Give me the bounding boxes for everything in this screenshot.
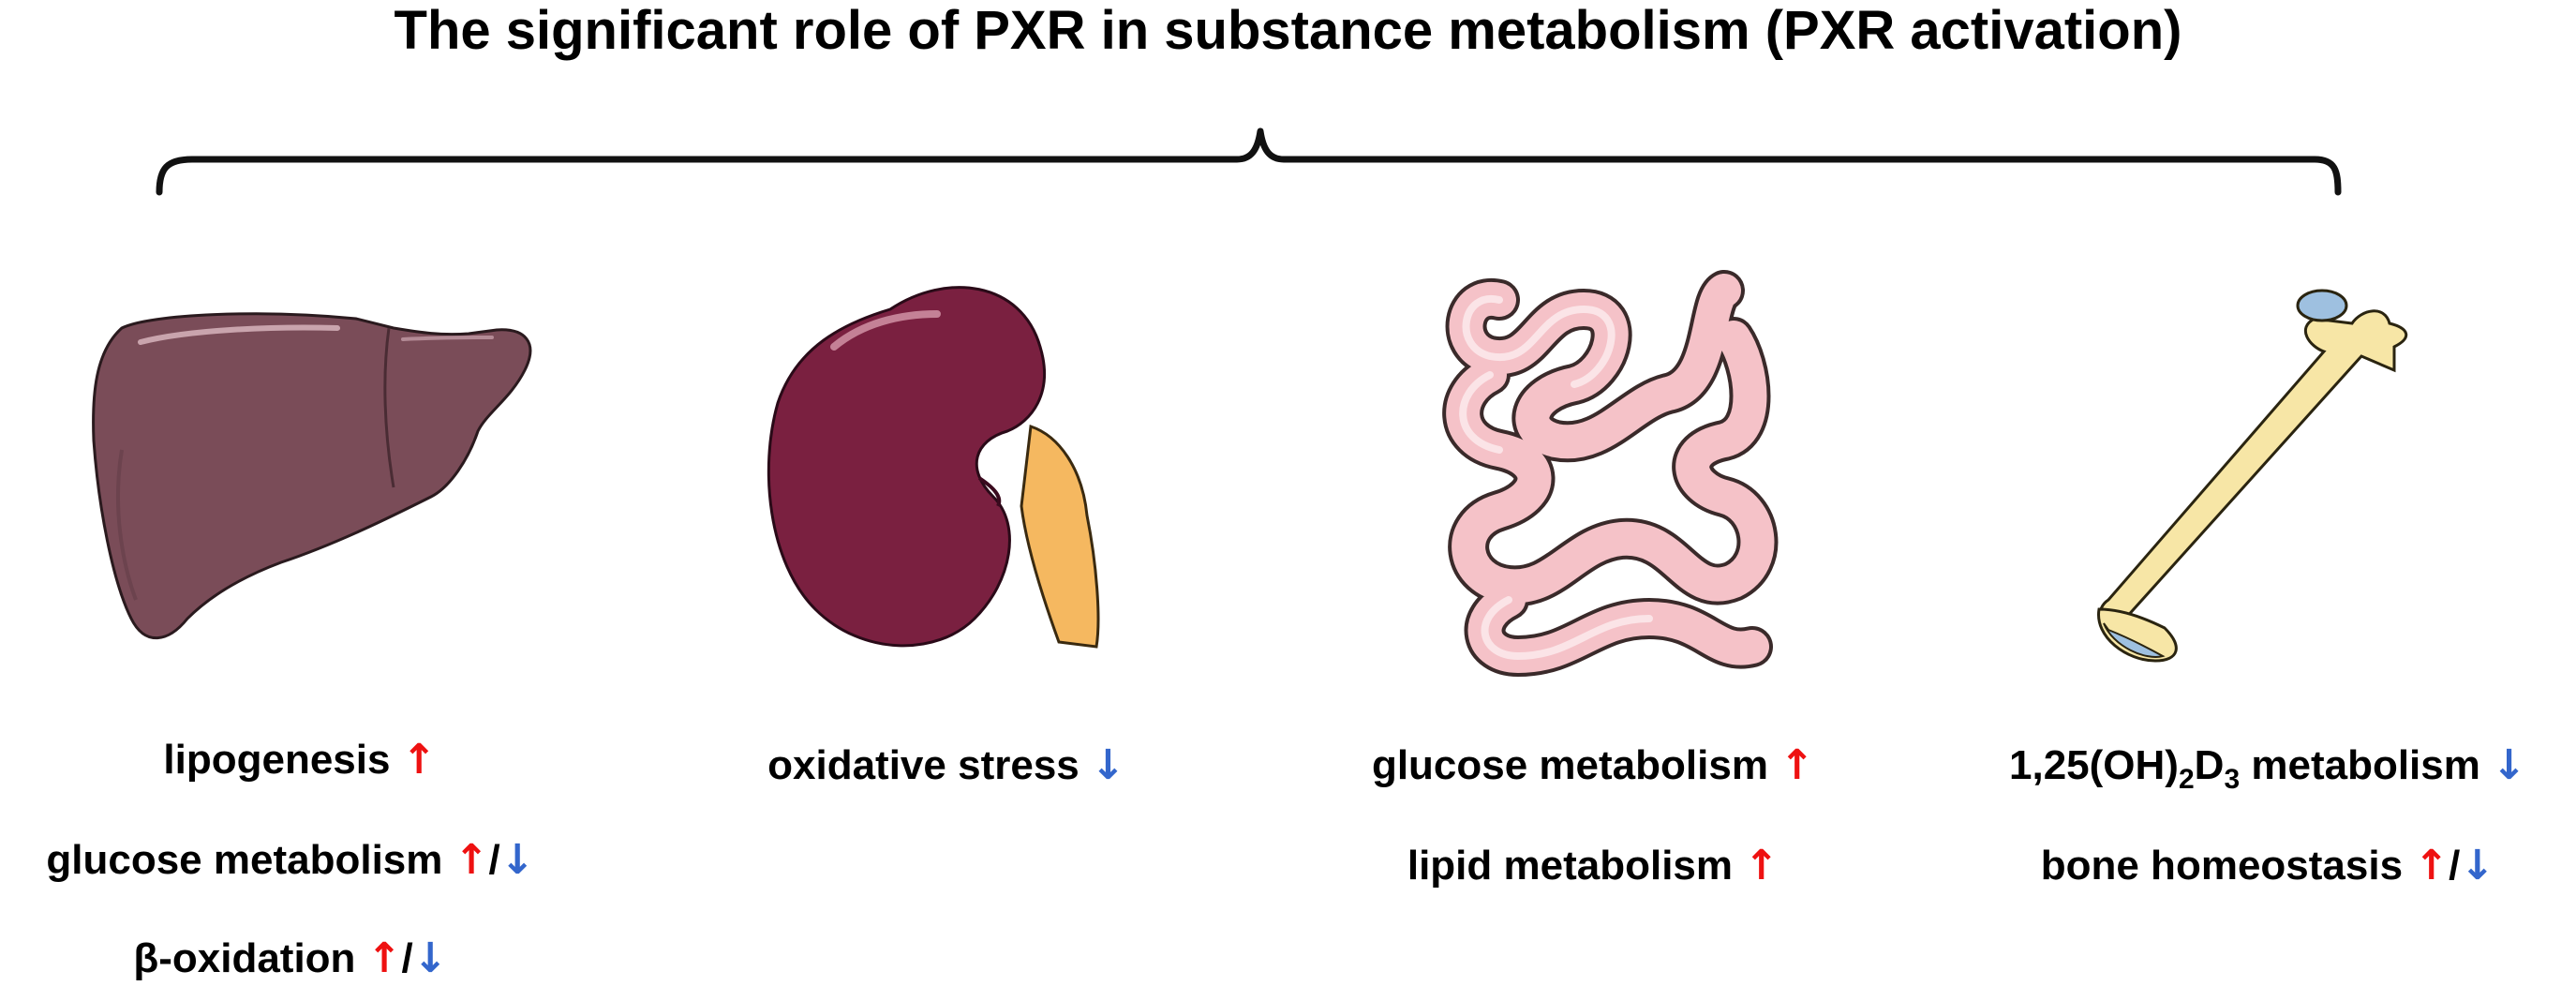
effect-text: glucose metabolism	[46, 837, 443, 883]
effect-text: lipid metabolism	[1407, 843, 1734, 889]
bone-effect-vitamin-d-metabolism: 1,25(OH)2D3 metabolism ↓	[2009, 741, 2526, 804]
intestine-effect-lipid-metabolism: lipid metabolism ↑	[1407, 842, 1779, 890]
intestine-icon	[1442, 270, 1779, 677]
liver-effect-beta-oxidation: β-oxidation ↑/↓	[133, 934, 447, 983]
up-arrow-icon: ↑	[2414, 842, 2449, 889]
slash-separator: /	[401, 935, 413, 981]
bone-icon	[2097, 289, 2407, 663]
intestine-effect-glucose-metabolism: glucose metabolism ↑	[1372, 741, 1814, 790]
down-arrow-icon: ↓	[2460, 842, 2495, 889]
effect-text: 1,25(OH)2D3 metabolism	[2009, 742, 2480, 795]
up-arrow-icon: ↑	[401, 736, 437, 784]
kidney-effect-oxidative-stress: oxidative stress ↓	[767, 741, 1125, 790]
kidney-icon	[767, 286, 1100, 649]
up-arrow-icon: ↑	[1779, 741, 1815, 789]
liver-effect-glucose-metabolism: glucose metabolism ↑/↓	[46, 836, 534, 885]
effect-text: β-oxidation	[133, 935, 356, 981]
effect-text: lipogenesis	[163, 737, 391, 783]
effect-text: bone homeostasis	[2040, 843, 2404, 889]
effect-text: glucose metabolism	[1371, 742, 1768, 788]
up-arrow-icon: ↑	[366, 934, 402, 982]
slash-separator: /	[488, 837, 500, 883]
up-arrow-icon: ↑	[454, 836, 489, 884]
effect-text: oxidative stress	[767, 742, 1080, 788]
bone-effect-bone-homeostasis: bone homeostasis ↑/↓	[2041, 842, 2495, 890]
up-arrow-icon: ↑	[1744, 842, 1779, 889]
figure-title: The significant role of PXR in substance…	[394, 0, 2182, 61]
curly-brace	[156, 127, 2342, 196]
slash-separator: /	[2449, 843, 2461, 889]
down-arrow-icon: ↓	[2492, 741, 2526, 789]
liver-effect-lipogenesis: lipogenesis ↑	[163, 736, 436, 784]
down-arrow-icon: ↓	[412, 934, 448, 982]
down-arrow-icon: ↓	[499, 836, 535, 884]
down-arrow-icon: ↓	[1090, 741, 1125, 789]
liver-icon	[92, 312, 532, 640]
